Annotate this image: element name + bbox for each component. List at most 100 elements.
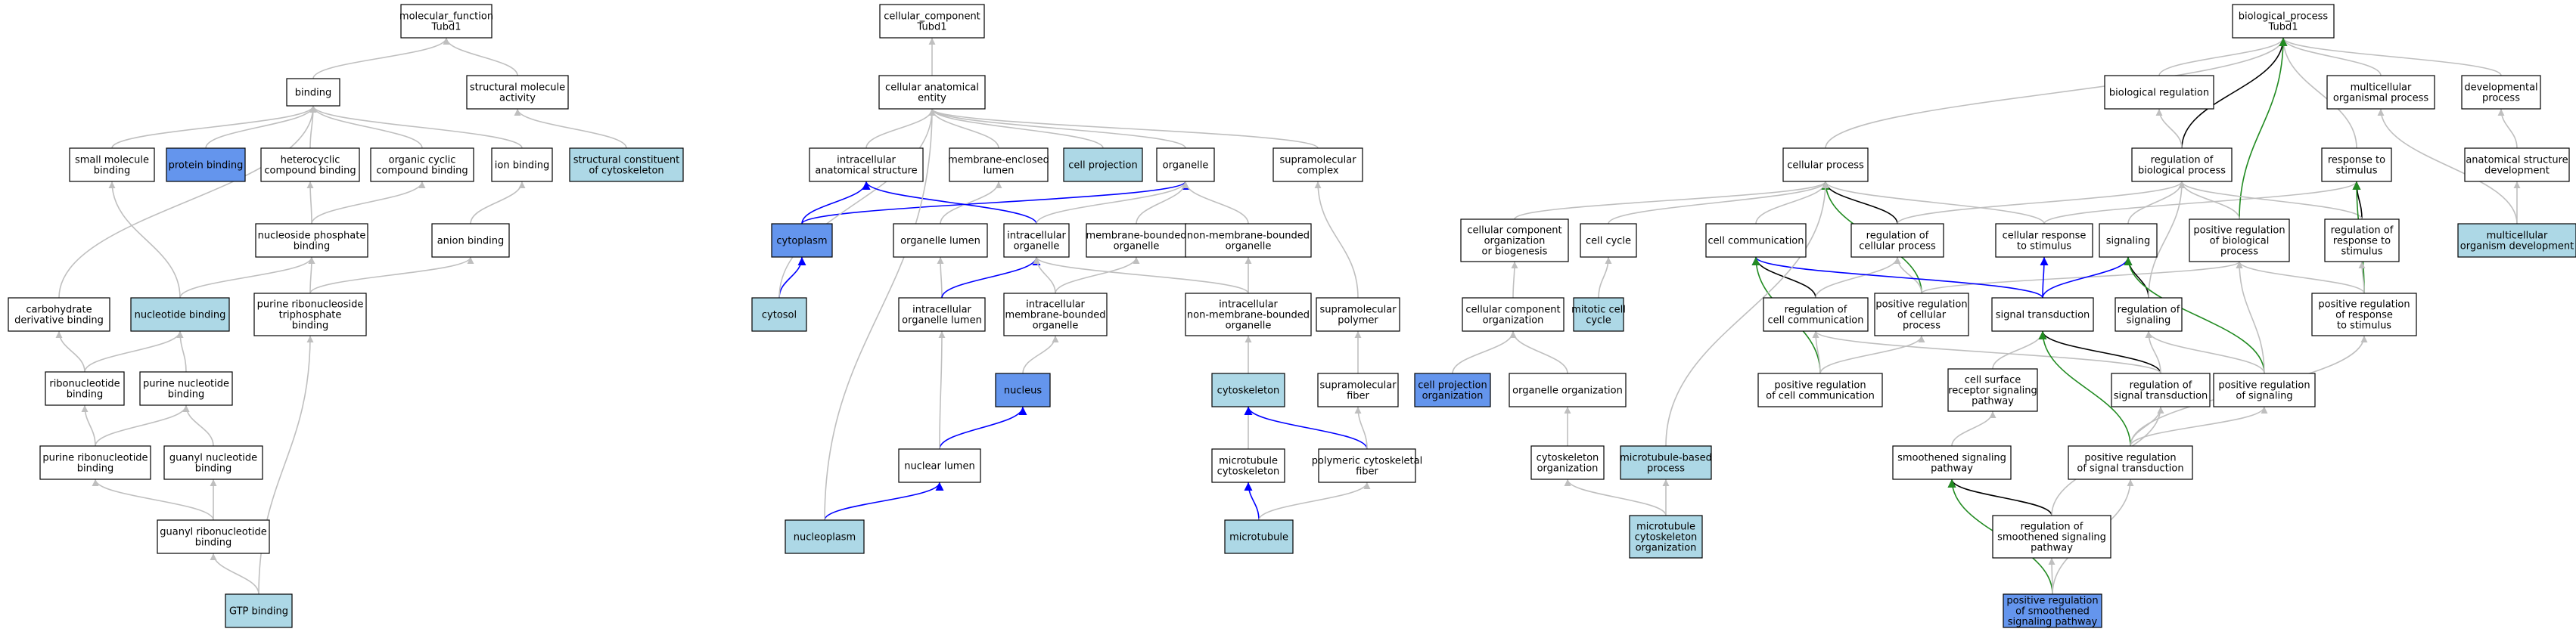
node-label: pathway bbox=[2031, 543, 2073, 554]
node-label: process bbox=[1647, 463, 1685, 475]
edge-organelle-to-cae bbox=[928, 108, 1186, 149]
edge-smooth-to-csrsp bbox=[1951, 410, 1996, 447]
edge-bio_reg-to-bp_root bbox=[2158, 37, 2287, 76]
node-label: ion binding bbox=[495, 160, 549, 172]
node-label: or biogenesis bbox=[1482, 246, 1548, 258]
go-term-node-nucleoplasm: nucleoplasm bbox=[785, 519, 865, 554]
node-label: binding bbox=[67, 389, 103, 401]
node-label: cell surface bbox=[1965, 375, 2021, 386]
node-label: compound binding bbox=[376, 166, 468, 177]
node-box bbox=[8, 297, 110, 332]
go-term-node-organelle: organelle bbox=[1156, 147, 1215, 182]
node-label: supramolecular bbox=[1319, 305, 1397, 316]
node-label: organization bbox=[1537, 463, 1599, 475]
edge-protein_binding-to-binding bbox=[205, 105, 317, 149]
edge-gtp-to-purine_ribo_tri bbox=[258, 335, 314, 595]
edge-nucleoplasm-to-nuclear_lumen bbox=[824, 482, 944, 521]
node-label: receptor signaling bbox=[1948, 386, 2037, 397]
node-label: anatomical structure bbox=[2466, 155, 2568, 166]
node-box bbox=[431, 223, 510, 258]
node-label: nucleoplasm bbox=[794, 532, 856, 544]
node-box bbox=[2464, 147, 2570, 182]
edge-purine_ribo_tri-to-anion bbox=[309, 256, 474, 294]
node-box bbox=[809, 147, 924, 182]
edge-pos_reg_sig-to-pos_reg_bio bbox=[2236, 261, 2265, 374]
node-box bbox=[1272, 147, 1363, 182]
node-label: development bbox=[2484, 166, 2550, 177]
node-label: derivative binding bbox=[14, 315, 104, 327]
edge-layer bbox=[55, 37, 2521, 595]
node-box bbox=[1580, 223, 1637, 258]
edge-mt_cyto_org-to-cyto_org bbox=[1564, 479, 1667, 516]
edge-pos_reg_bio-to-bp_root bbox=[2239, 37, 2288, 220]
edge-pos_reg_resp-to-pos_reg_bio bbox=[2236, 261, 2365, 294]
node-box bbox=[1509, 373, 1627, 407]
node-box bbox=[225, 593, 293, 628]
node-box bbox=[45, 371, 125, 406]
node-box bbox=[157, 519, 270, 554]
node-box bbox=[166, 147, 246, 182]
node-label: microtubule bbox=[1219, 456, 1278, 467]
node-box bbox=[1317, 373, 1399, 407]
edge-organic_cyclic-to-binding bbox=[309, 105, 423, 149]
edge-intra_org-to-ias bbox=[862, 181, 1037, 225]
node-box bbox=[286, 78, 340, 107]
node-label: to stimulus bbox=[2337, 321, 2391, 332]
node-label: carbohydrate bbox=[26, 305, 92, 316]
edge-nucleoplasm-to-cae bbox=[824, 108, 936, 521]
node-label: organelle organization bbox=[1512, 386, 1623, 397]
edge-reg_bio-to-bio_reg bbox=[2155, 108, 2183, 149]
node-label: Tubd1 bbox=[917, 22, 947, 33]
node-box bbox=[878, 75, 986, 110]
node-label: positive regulation bbox=[2318, 299, 2410, 311]
node-label: regulation of bbox=[2118, 305, 2180, 316]
node-label: organism development bbox=[2460, 241, 2574, 252]
node-label: biological process bbox=[2138, 166, 2226, 177]
edge-microtubule-to-mt_cyto bbox=[1244, 482, 1260, 521]
node-label: nucleus bbox=[1004, 386, 1042, 397]
node-box bbox=[1003, 223, 1070, 258]
node-box bbox=[491, 147, 553, 182]
edge-cell_resp-to-resp_stim bbox=[2043, 181, 2360, 225]
edge-dev_proc-to-bp_root bbox=[2279, 37, 2502, 76]
go-term-node-cell_cycle: cell cycle bbox=[1580, 223, 1637, 258]
node-label: of smoothened bbox=[2015, 606, 2090, 618]
node-label: cell projection bbox=[1418, 380, 1487, 392]
node-label: organization bbox=[1422, 391, 1484, 402]
edge-reg_cell_comm-to-cell_comm bbox=[1751, 256, 1816, 299]
node-box bbox=[2311, 293, 2417, 336]
node-label: binding bbox=[77, 463, 113, 475]
node-label: cytosol bbox=[762, 310, 797, 321]
node-label: anion binding bbox=[437, 236, 505, 247]
node-box bbox=[898, 448, 981, 483]
go-term-node-nucleus: nucleus bbox=[995, 373, 1051, 407]
node-label: binding bbox=[94, 166, 130, 177]
edge-reg_sig_trans-to-reg_cell_comm bbox=[1812, 330, 2161, 374]
edge-cytosol-to-cae bbox=[778, 108, 936, 299]
node-box bbox=[1850, 223, 1944, 258]
node-box bbox=[1620, 445, 1712, 480]
node-label: guanyl ribonucleotide bbox=[160, 527, 266, 538]
node-box bbox=[2326, 75, 2435, 110]
edge-mitotic-to-cell_cycle bbox=[1598, 256, 1612, 299]
node-label: membrane-bounded bbox=[1005, 310, 1105, 321]
node-label: process bbox=[1903, 321, 1941, 332]
edge-cell_proc-to-bp_root bbox=[1825, 37, 2287, 149]
go-term-node-nuclear_lumen: nuclear lumen bbox=[898, 448, 981, 483]
node-label: intracellular bbox=[837, 155, 896, 166]
edge-pos_reg_cell_proc-to-reg_cell_proc bbox=[1894, 256, 1922, 294]
go-term-node-sig_trans: signal transduction bbox=[1991, 297, 2094, 332]
